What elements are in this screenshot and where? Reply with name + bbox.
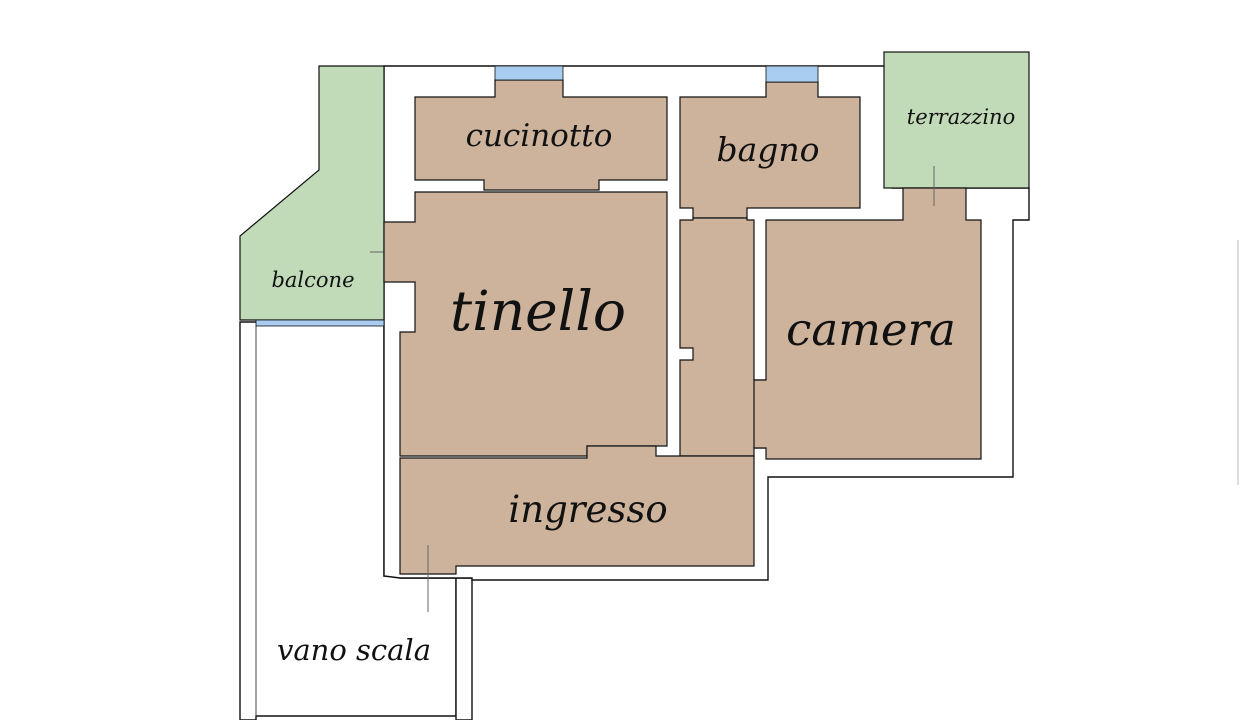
label-bagno: bagno <box>716 130 819 169</box>
label-camera: camera <box>786 303 956 356</box>
balcone-railing <box>255 319 385 327</box>
label-cucinotto: cucinotto <box>466 118 613 154</box>
corridor-floor <box>679 217 767 457</box>
camera-floor <box>753 187 982 460</box>
terrazzino-area <box>883 51 1030 189</box>
cucinotto-window <box>494 65 564 81</box>
bagno-window <box>765 65 819 83</box>
balcone-area <box>239 65 385 321</box>
label-terrazzino: terrazzino <box>907 105 1015 129</box>
ingresso-floor <box>399 445 755 575</box>
label-balcone: balcone <box>271 268 354 292</box>
stair-wall-right <box>455 577 473 720</box>
label-tinello: tinello <box>450 279 626 343</box>
label-vano-scala: vano scala <box>277 633 431 667</box>
label-ingresso: ingresso <box>508 488 667 531</box>
